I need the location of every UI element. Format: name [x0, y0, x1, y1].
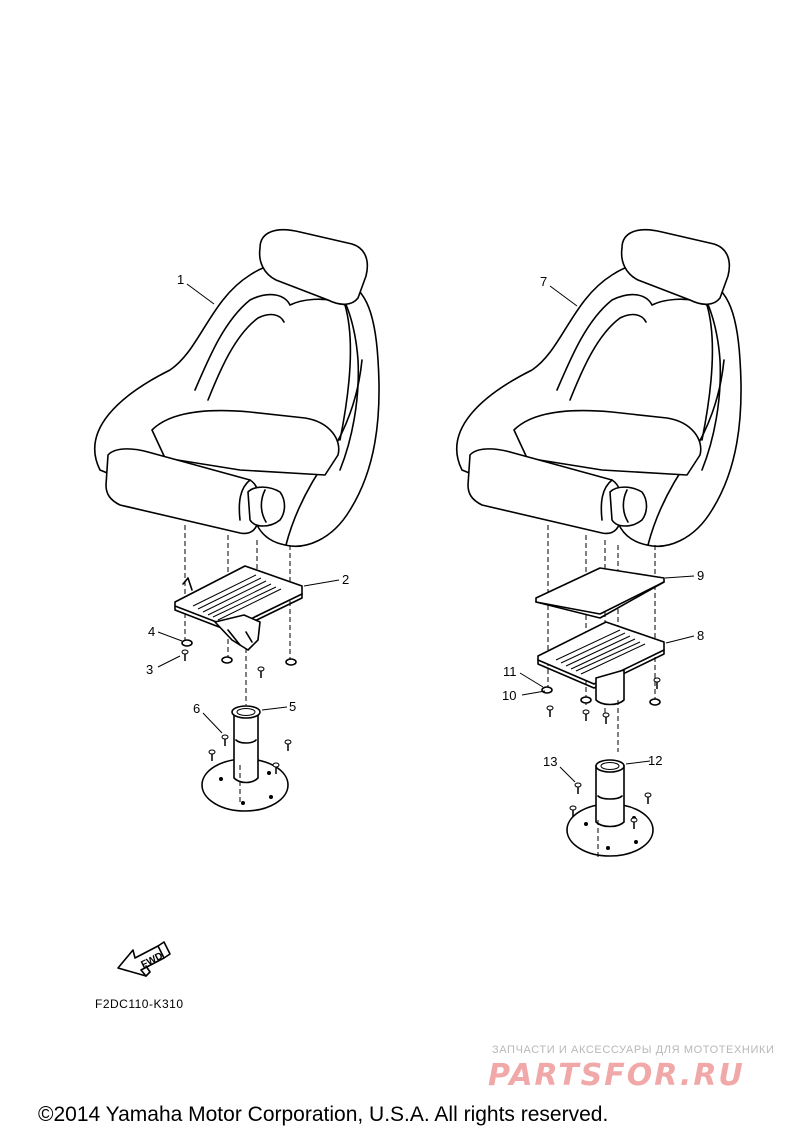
pedestal-post-12 [566, 759, 654, 857]
watermark-logo: PARTSFOR.RU [488, 1058, 745, 1093]
diagram-code: F2DC110-K310 [95, 997, 184, 1011]
callout-11: 11 [503, 664, 517, 679]
left-base-screws [208, 734, 292, 805]
callout-7: 7 [540, 274, 547, 289]
left-seat [93, 228, 380, 548]
bracket-8 [537, 621, 665, 706]
right-washers [541, 677, 661, 752]
callout-9: 9 [697, 568, 704, 583]
pedestal-post-5 [201, 705, 289, 812]
left-washers [181, 639, 297, 679]
callout-13: 13 [543, 754, 557, 769]
copyright-notice: ©2014 Yamaha Motor Corporation, U.S.A. A… [38, 1103, 609, 1126]
leader-lines [157, 283, 695, 783]
bracket-2 [174, 565, 303, 651]
callout-2: 2 [342, 572, 349, 587]
callout-10: 10 [502, 688, 516, 703]
right-seat [455, 228, 742, 548]
callout-8: 8 [697, 628, 704, 643]
right-base-screws [569, 782, 652, 860]
watermark-subtitle: ЗАПЧАСТИ И АКСЕССУАРЫ ДЛЯ МОТОТЕХНИКИ [492, 1044, 775, 1056]
callout-6: 6 [193, 701, 200, 716]
fwd-arrow-icon: FWD [117, 941, 171, 977]
callout-3: 3 [146, 662, 153, 677]
plate-9 [535, 567, 665, 619]
callout-1: 1 [177, 272, 184, 287]
callout-4: 4 [148, 624, 155, 639]
callout-5: 5 [289, 699, 296, 714]
callout-12: 12 [648, 753, 662, 768]
